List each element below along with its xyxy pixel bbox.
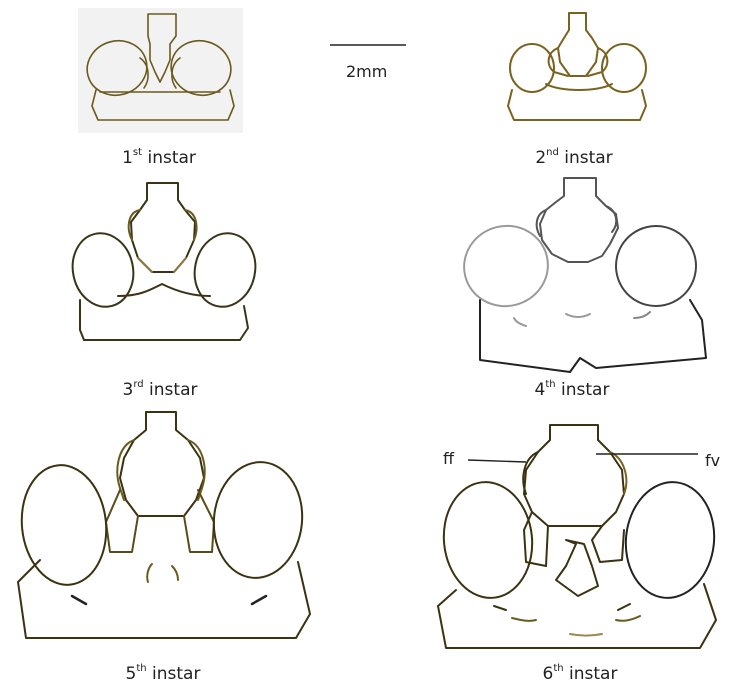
instar-4-number: 4 xyxy=(535,380,546,400)
instar-6-word: instar xyxy=(569,664,617,684)
instar-1-background xyxy=(78,8,243,133)
instar-1-number: 1 xyxy=(122,148,133,168)
instar-5-head-drawing xyxy=(16,412,310,638)
annotation-ff-leader xyxy=(468,460,526,462)
instar-3-number: 3 xyxy=(123,380,134,400)
instar-4-head-drawing xyxy=(456,178,706,372)
instar-2-word: instar xyxy=(564,148,612,168)
instar-5-number: 5 xyxy=(126,664,137,684)
instar-2-number: 2 xyxy=(535,148,546,168)
instar-2-head-drawing xyxy=(508,13,646,120)
instar-6-number: 6 xyxy=(543,664,554,684)
instar-2-caption: 2nd instar xyxy=(535,148,612,168)
annotation-ff-label: ff xyxy=(443,449,454,468)
instar-5-caption: 5th instar xyxy=(126,664,201,684)
instar-5-word: instar xyxy=(152,664,200,684)
instar-5-suffix: th xyxy=(136,663,146,674)
instar-3-suffix: rd xyxy=(133,379,143,390)
annotation-fv-label: fv xyxy=(705,451,720,470)
instar-4-suffix: th xyxy=(545,379,555,390)
instar-4-word: instar xyxy=(561,380,609,400)
instar-1-word: instar xyxy=(147,148,195,168)
instar-2-suffix: nd xyxy=(546,147,559,158)
instar-3-caption: 3rd instar xyxy=(123,380,198,400)
instar-3-head-drawing xyxy=(66,183,262,340)
instar-4-caption: 4th instar xyxy=(535,380,610,400)
instar-1-suffix: st xyxy=(133,147,142,158)
instar-6-suffix: th xyxy=(553,663,563,674)
instar-1-caption: 1st instar xyxy=(122,148,196,168)
scale-bar-label: 2mm xyxy=(346,62,387,81)
instar-6-head-drawing xyxy=(438,425,720,648)
instar-3-word: instar xyxy=(149,380,197,400)
instar-6-caption: 6th instar xyxy=(543,664,618,684)
